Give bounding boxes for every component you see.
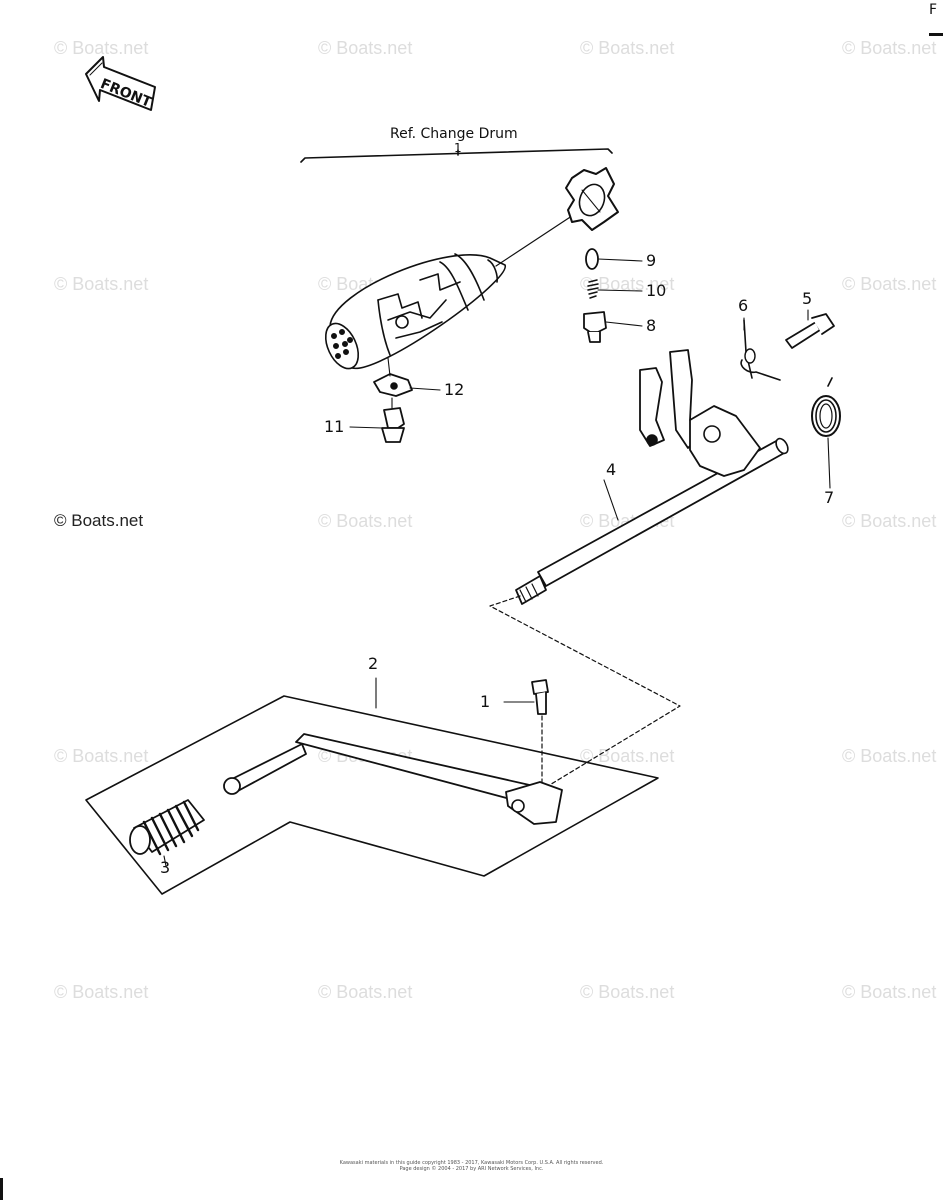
watermark: © Boats.net — [580, 38, 675, 58]
callout-3: 3 — [160, 858, 171, 877]
corner-bar — [929, 33, 943, 36]
corner-fragment: F — [928, 2, 937, 18]
reference-title: Ref. Change Drum — [390, 126, 518, 142]
footer-copyright: Kawasaki materials in this guide copyrig… — [0, 1160, 943, 1172]
callout-1-ref: 1 — [454, 141, 462, 155]
star-cam — [565, 167, 619, 231]
watermark: © Boats.net — [54, 38, 149, 58]
callout-7: 7 — [824, 488, 835, 507]
alignment-dashes — [489, 595, 681, 787]
callout-9: 9 — [646, 251, 657, 270]
bolt-part-11 — [349, 397, 405, 443]
watermark: © Boats.net — [318, 511, 413, 531]
pedal-region-outline — [85, 695, 659, 895]
change-drum — [324, 253, 506, 370]
callout-8: 8 — [646, 316, 657, 335]
watermark: © Boats.net — [580, 274, 675, 294]
watermark: © Boats.net — [842, 274, 937, 294]
callout-4: 4 — [606, 460, 617, 479]
watermark: © Boats.net — [842, 982, 937, 1002]
bolt-part-8 — [583, 311, 643, 343]
callout-2: 2 — [368, 654, 379, 673]
shift-shaft-part-4 — [515, 349, 789, 605]
spring-part-6 — [740, 317, 781, 381]
plate-part-12 — [373, 357, 441, 397]
left-edge-bar — [0, 1178, 3, 1200]
watermark: © Boats.net — [54, 746, 149, 766]
spring-part-7 — [811, 377, 841, 489]
watermark: © Boats.net — [580, 746, 675, 766]
callout-12: 12 — [444, 380, 465, 399]
footer-line-1: Kawasaki materials in this guide copyrig… — [339, 1160, 604, 1166]
watermark: © Boats.net — [318, 982, 413, 1002]
footrest-rubber-part-3 — [129, 799, 205, 867]
front-arrow-icon — [85, 56, 156, 111]
watermark: © Boats.net — [842, 511, 937, 531]
watermark: © Boats.net — [842, 38, 937, 58]
watermark: © Boats.net — [318, 38, 413, 58]
callout-5: 5 — [802, 289, 813, 308]
ring-part-9 — [585, 248, 643, 270]
reference-bracket — [300, 148, 613, 163]
spring-part-10 — [587, 279, 643, 299]
footer-line-2: Page design © 2004 - 2017 by ARI Network… — [399, 1166, 544, 1172]
bolt-part-1 — [503, 679, 549, 715]
watermark: © Boats.net — [580, 982, 675, 1002]
watermark: © Boats.net — [842, 746, 937, 766]
callout-1: 1 — [480, 692, 491, 711]
pin-part-5 — [785, 309, 835, 349]
callout-6: 6 — [738, 296, 749, 315]
watermark: © Boats.net — [54, 982, 149, 1002]
shift-pedal-part-2 — [223, 677, 563, 825]
watermark-visible: © Boats.net — [54, 511, 144, 530]
callout-10: 10 — [646, 281, 667, 300]
watermark: © Boats.net — [54, 274, 149, 294]
callout-11: 11 — [324, 417, 345, 436]
